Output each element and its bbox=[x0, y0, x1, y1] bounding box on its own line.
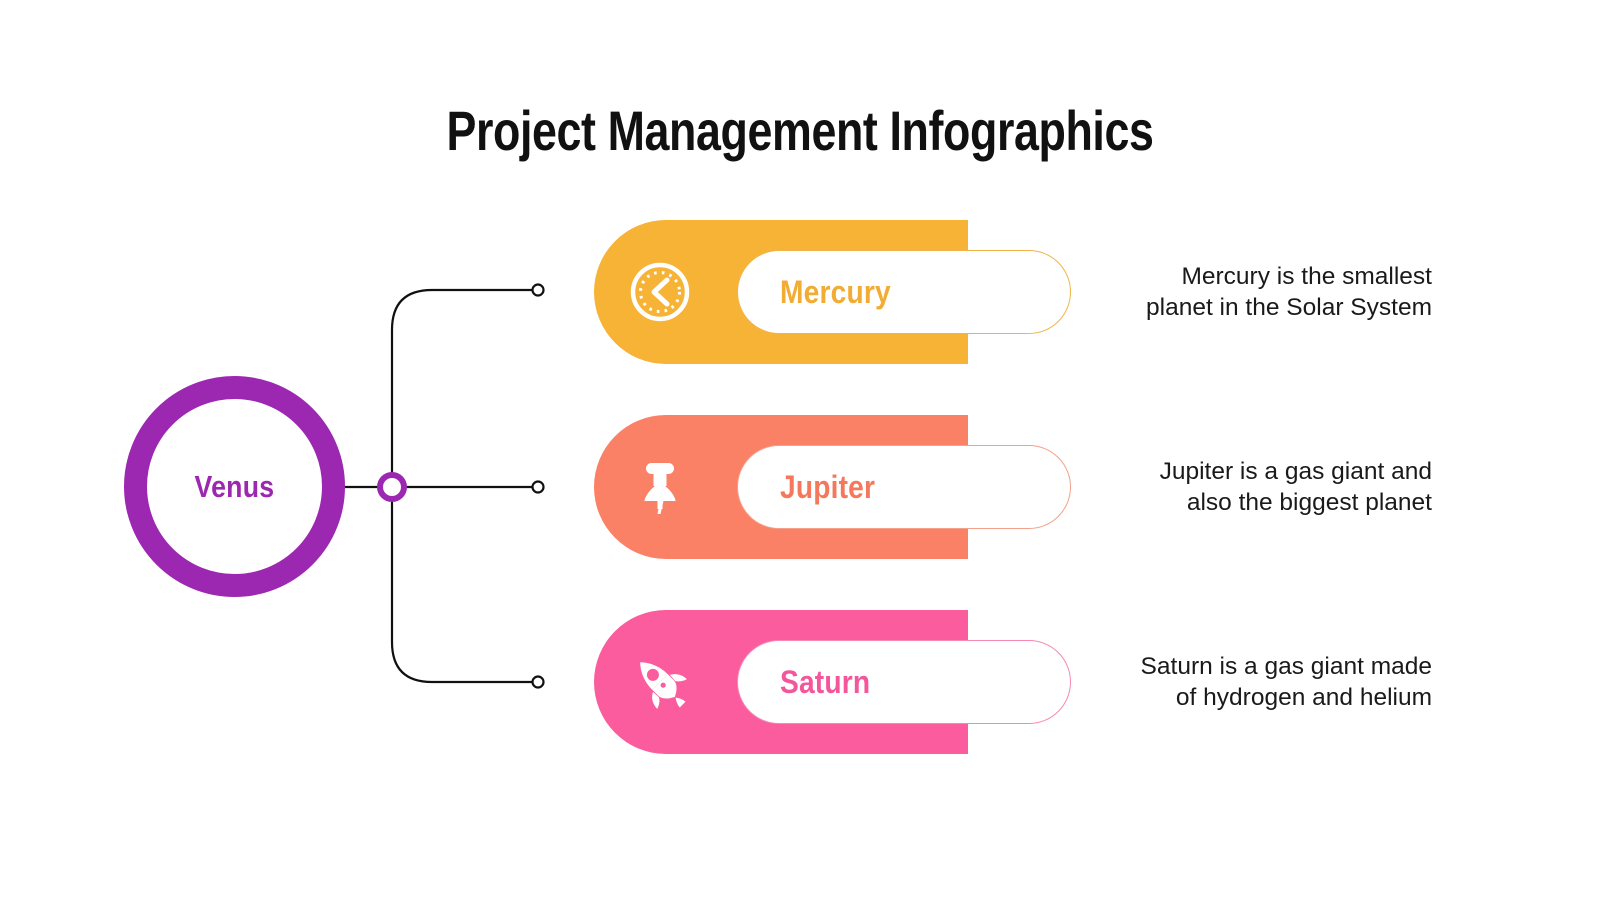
description-jupiter: Jupiter is a gas giant and also the bigg… bbox=[1102, 456, 1432, 518]
description-mercury-line2: planet in the Solar System bbox=[1146, 294, 1432, 321]
pill-label-saturn: Saturn bbox=[780, 663, 871, 700]
item-row-mercury: Mercury bbox=[594, 220, 1084, 364]
description-saturn-line1: Saturn is a gas giant made bbox=[1140, 653, 1432, 680]
description-mercury-line1: Mercury is the smallest bbox=[1181, 263, 1432, 290]
pill-label-mercury: Mercury bbox=[780, 273, 891, 310]
pill-mercury[interactable]: Mercury bbox=[737, 250, 1071, 334]
hub-ring-icon bbox=[377, 472, 407, 502]
connector-path-saturn bbox=[390, 487, 536, 684]
pushpin-icon bbox=[624, 451, 696, 523]
connector-endpoint-saturn bbox=[531, 675, 545, 689]
description-jupiter-line1: Jupiter is a gas giant and bbox=[1159, 458, 1432, 485]
description-jupiter-line2: also the biggest planet bbox=[1186, 489, 1432, 516]
pill-saturn[interactable]: Saturn bbox=[737, 640, 1071, 724]
rocket-icon bbox=[624, 646, 696, 718]
item-row-jupiter: Jupiter bbox=[594, 415, 1084, 559]
connector-path-mercury bbox=[390, 288, 536, 487]
description-saturn: Saturn is a gas giant made of hydrogen a… bbox=[1102, 651, 1432, 713]
page-title: Project Management Infographics bbox=[446, 99, 1154, 162]
pill-label-jupiter: Jupiter bbox=[780, 468, 876, 505]
connector-endpoint-jupiter bbox=[531, 480, 545, 494]
hub-node-label: Venus bbox=[194, 468, 275, 504]
description-saturn-line2: of hydrogen and helium bbox=[1175, 684, 1432, 711]
hub-node-venus[interactable]: Venus bbox=[124, 376, 345, 597]
description-mercury: Mercury is the smallest planet in the So… bbox=[1102, 261, 1432, 323]
connector-endpoint-mercury bbox=[531, 283, 545, 297]
item-row-saturn: Saturn bbox=[594, 610, 1084, 754]
clock-back-icon bbox=[624, 256, 696, 328]
pill-jupiter[interactable]: Jupiter bbox=[737, 445, 1071, 529]
